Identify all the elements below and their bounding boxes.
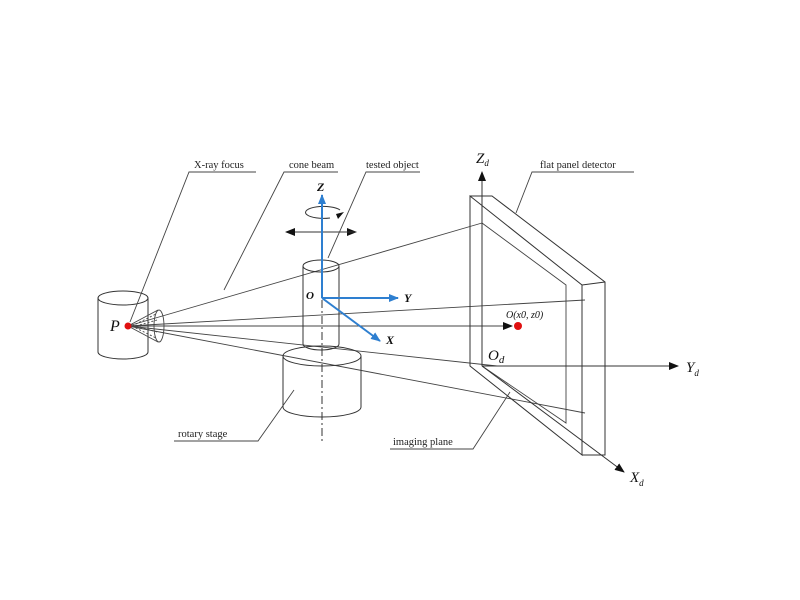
detector-z-label: Zd bbox=[476, 151, 489, 168]
object-x-axis bbox=[321, 297, 381, 342]
object-y-label: Y bbox=[404, 291, 413, 305]
source-label: P bbox=[109, 318, 120, 335]
callout-tested-object: tested object bbox=[366, 160, 419, 171]
object-x-label: X bbox=[385, 333, 395, 347]
callout-rotary-stage: rotary stage bbox=[178, 429, 228, 440]
rotation-indicator bbox=[305, 205, 344, 219]
callout-xray-focus: X-ray focus bbox=[194, 160, 244, 171]
detector-x-axis bbox=[481, 365, 625, 473]
callout-leaders bbox=[129, 171, 634, 450]
xray-focus-point bbox=[124, 322, 132, 330]
projection-point-label: O(x0, z0) bbox=[506, 310, 544, 321]
object-z-label: Z bbox=[316, 180, 325, 194]
ray-lower bbox=[127, 325, 586, 414]
origin-label: O bbox=[306, 290, 314, 302]
ray-upper bbox=[127, 299, 586, 327]
flat-panel-detector bbox=[469, 194, 606, 457]
detector-y-label: Yd bbox=[686, 360, 699, 378]
ray-top bbox=[127, 222, 483, 327]
callout-imaging-plane: imaging plane bbox=[393, 437, 453, 448]
source-housing bbox=[97, 290, 149, 360]
detector-origin-label: Od bbox=[488, 348, 505, 366]
detector-x-label: Xd bbox=[629, 470, 644, 488]
callout-flat-panel-detector: flat panel detector bbox=[540, 160, 616, 171]
callout-cone-beam: cone beam bbox=[289, 160, 334, 171]
object-axes bbox=[318, 194, 399, 342]
projection-point bbox=[514, 322, 522, 330]
